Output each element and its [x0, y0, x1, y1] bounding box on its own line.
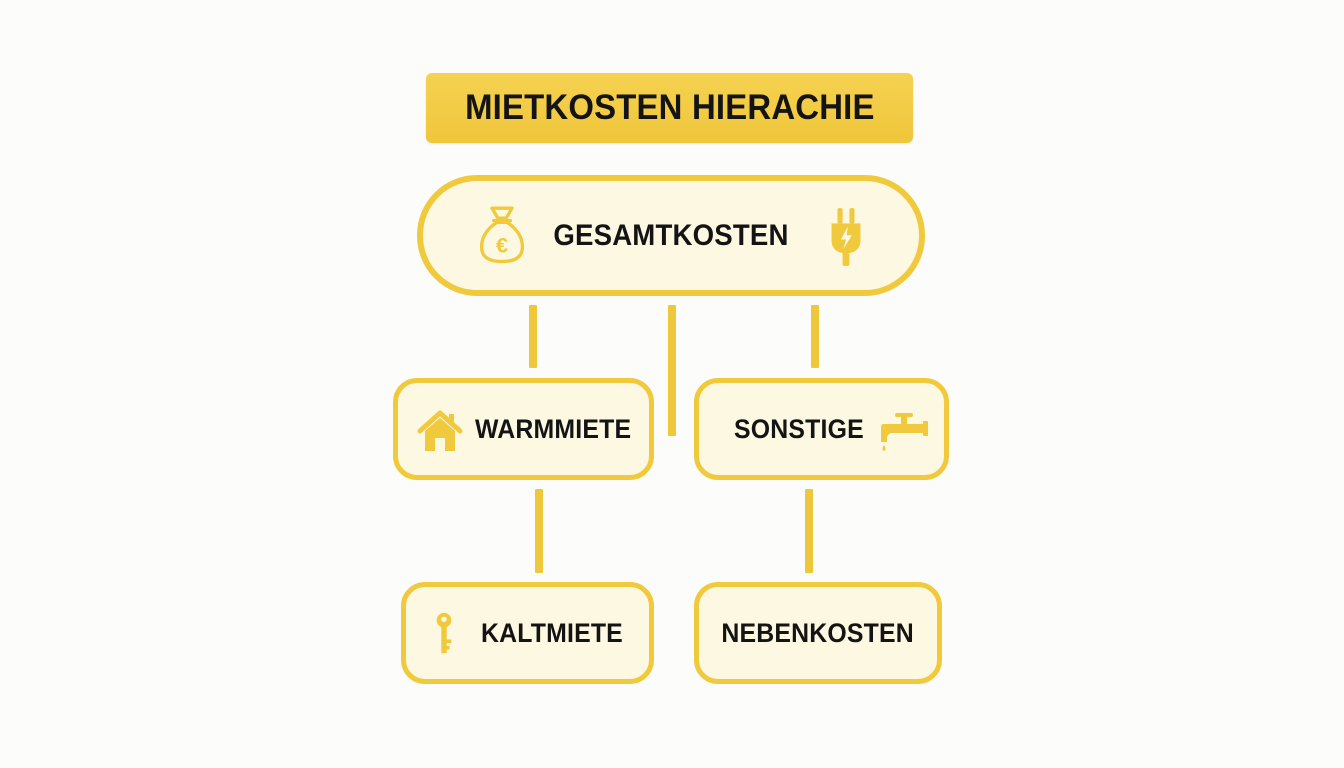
money-bag-euro-icon: €	[479, 206, 525, 264]
connector-root-center-stem	[668, 305, 676, 436]
node-label-sonstige: SONSTIGE	[734, 413, 864, 444]
node-label-gesamtkosten: GESAMTKOSTEN	[553, 218, 789, 252]
key-icon	[436, 612, 452, 654]
connector-root-warmmiete	[529, 305, 537, 368]
electric-plug-icon	[831, 208, 861, 266]
node-nebenkosten: NEBENKOSTEN	[694, 582, 942, 684]
node-label-warmmiete: WARMMIETE	[475, 413, 632, 444]
water-tap-icon	[881, 413, 928, 451]
connector-root-sonstige	[811, 305, 819, 368]
house-icon	[417, 410, 463, 451]
node-sonstige: SONSTIGE	[694, 378, 949, 480]
svg-text:€: €	[496, 232, 508, 257]
node-label-nebenkosten: NEBENKOSTEN	[721, 617, 915, 648]
diagram-title: MIETKOSTEN HIERACHIE	[464, 88, 875, 127]
node-kaltmiete: KALTMIETE	[401, 582, 654, 684]
node-warmmiete: WARMMIETE	[393, 378, 654, 480]
title-banner: MIETKOSTEN HIERACHIE	[426, 73, 913, 143]
node-label-kaltmiete: KALTMIETE	[481, 617, 623, 648]
node-gesamtkosten: € GESAMTKOSTEN	[417, 175, 925, 296]
connector-warmmiete-kaltmiete	[535, 489, 543, 573]
connector-sonstige-nebenkosten	[805, 489, 813, 573]
